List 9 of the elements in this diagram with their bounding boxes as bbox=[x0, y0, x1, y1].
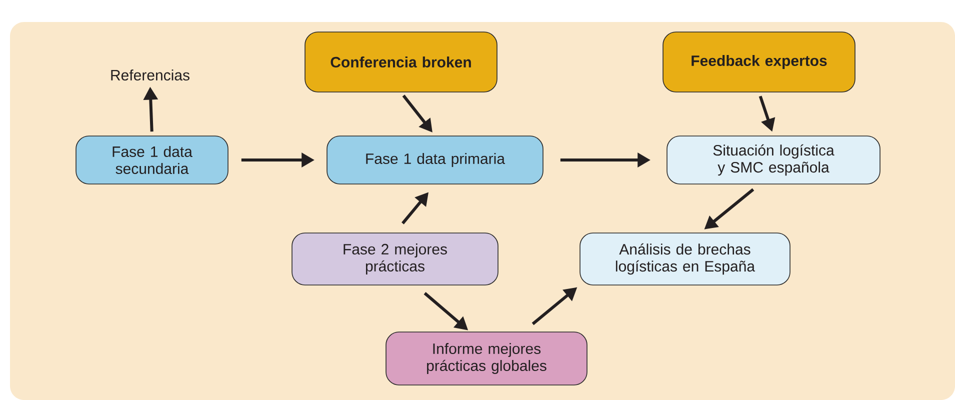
process-box: Feedback expertos bbox=[662, 32, 856, 92]
process-box: Fase 1 data secundaria bbox=[76, 136, 228, 184]
bare-label: Referencias bbox=[111, 70, 190, 80]
process-box: Conferencia broken bbox=[304, 32, 498, 92]
process-box: Fase 1 data primaria bbox=[326, 136, 544, 184]
process-box: Análisis de brechas logísticas en España bbox=[580, 232, 790, 286]
process-box: Informe mejores prácticas globales bbox=[386, 332, 588, 386]
process-box: Fase 2 mejores prácticas bbox=[292, 232, 498, 286]
process-box: Situación logística y SMC española bbox=[666, 136, 880, 184]
